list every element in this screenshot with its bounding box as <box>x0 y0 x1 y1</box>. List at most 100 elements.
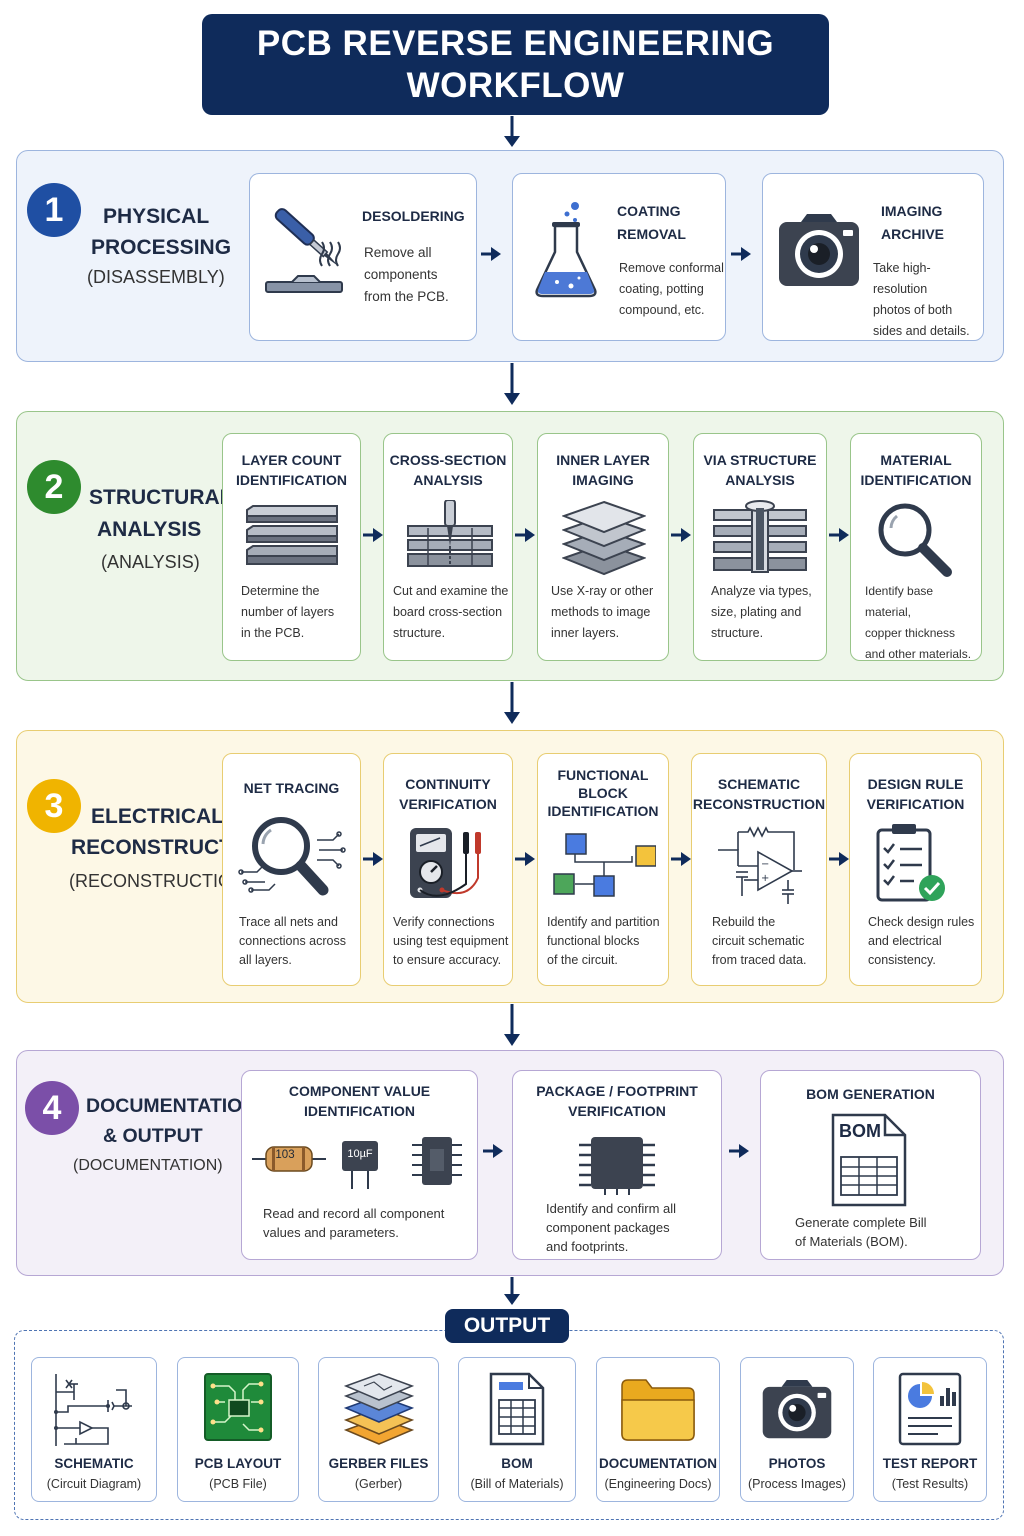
output-item-name: GERBER FILES <box>328 1456 429 1471</box>
phase-subtitle: (RECONSTRUCTION) <box>69 871 251 891</box>
bom-doc-label: BOM <box>839 1121 881 1141</box>
phase-subtitle: (DOCUMENTATION) <box>73 1157 223 1174</box>
soldering-iron-icon <box>264 196 354 305</box>
phase-title-line-1: ELECTRICAL <box>91 805 224 828</box>
output-item-name: PCB LAYOUT <box>194 1456 282 1471</box>
output-item-sub: (Circuit Diagram) <box>46 1477 142 1491</box>
right-arrow-icon <box>731 247 751 261</box>
phase-title-line-1: DOCUMENTATION <box>86 1095 257 1117</box>
phase-4-panel: 4 DOCUMENTATION & OUTPUT (DOCUMENTATION)… <box>16 1050 1004 1276</box>
camera-icon <box>777 214 861 295</box>
phase-title-line-2: ANALYSIS <box>97 518 202 541</box>
output-item-name: DOCUMENTATION <box>599 1456 717 1471</box>
step-title: NET TRACING <box>243 780 340 796</box>
output-item-documentation[interactable]: DOCUMENTATION (Engineering Docs) <box>596 1357 720 1502</box>
output-item-name: TEST REPORT <box>882 1456 978 1471</box>
right-arrow-icon <box>729 1144 749 1158</box>
phase-1-panel: 1 PHYSICAL PROCESSING (DISASSEMBLY) DESO… <box>16 150 1004 362</box>
schematic-icon <box>52 1372 136 1453</box>
output-item-sub: (Process Images) <box>748 1477 846 1491</box>
output-item-sub: (Test Results) <box>891 1477 969 1491</box>
via-icon <box>712 500 808 581</box>
phase-title-line-1: STRUCTURAL <box>89 486 233 509</box>
right-arrow-icon <box>671 852 691 866</box>
multimeter-icon <box>408 824 492 911</box>
right-arrow-icon <box>481 247 501 261</box>
down-arrow-icon <box>502 363 522 407</box>
output-item-sub: (Engineering Docs) <box>604 1477 712 1491</box>
down-arrow-icon <box>502 116 522 148</box>
components-icon <box>252 1133 462 1202</box>
checklist-icon <box>874 822 950 913</box>
phase-number-badge: 1 <box>27 183 81 237</box>
right-arrow-icon <box>829 852 849 866</box>
resistor-value-label: 103 <box>275 1149 295 1161</box>
folder-icon <box>620 1378 696 1447</box>
output-item-sub: (PCB File) <box>209 1477 267 1491</box>
output-item-test-report[interactable]: TEST REPORT (Test Results) <box>873 1357 987 1502</box>
right-arrow-icon <box>363 528 383 542</box>
output-item-name: SCHEMATIC <box>54 1456 134 1471</box>
bom-document-icon <box>831 1113 907 1212</box>
output-item-photos[interactable]: PHOTOS (Process Images) <box>740 1357 854 1502</box>
down-arrow-icon <box>502 1004 522 1048</box>
output-item-pcb-layout[interactable]: PCB LAYOUT (PCB File) <box>177 1357 299 1502</box>
output-item-name: BOM <box>501 1456 533 1471</box>
phase-number-badge: 3 <box>27 779 81 833</box>
phase-3-panel: 3 ELECTRICAL RECONSTRUCTION (RECONSTRUCT… <box>16 730 1004 1003</box>
output-item-bom[interactable]: BOM (Bill of Materials) <box>458 1357 576 1502</box>
right-arrow-icon <box>515 852 535 866</box>
phase-title-line-2: PROCESSING <box>91 236 232 259</box>
phase-title-line-1: PHYSICAL <box>103 205 210 228</box>
inner-layers-icon <box>561 500 647 581</box>
step-title: BOM GENERATION <box>806 1086 935 1102</box>
phase-title-line-2: RECONSTRUCTION <box>71 836 270 859</box>
output-item-gerber-files[interactable]: GERBER FILES (Gerber) <box>318 1357 439 1502</box>
right-arrow-icon <box>483 1144 503 1158</box>
phase-title-line-2: & OUTPUT <box>103 1125 203 1147</box>
layer-stack-icon <box>243 504 341 575</box>
chip-icon <box>577 1135 657 1200</box>
right-arrow-icon <box>671 528 691 542</box>
phase-number-badge: 2 <box>27 460 81 514</box>
output-item-schematic[interactable]: SCHEMATIC (Circuit Diagram) <box>31 1357 157 1502</box>
down-arrow-icon <box>502 682 522 726</box>
spreadsheet-icon <box>489 1372 545 1451</box>
right-arrow-icon <box>829 528 849 542</box>
output-item-name: PHOTOS <box>768 1456 826 1471</box>
step-card-bom-generation: BOM GENERATION BOM Generate complete Bil… <box>760 1070 981 1260</box>
